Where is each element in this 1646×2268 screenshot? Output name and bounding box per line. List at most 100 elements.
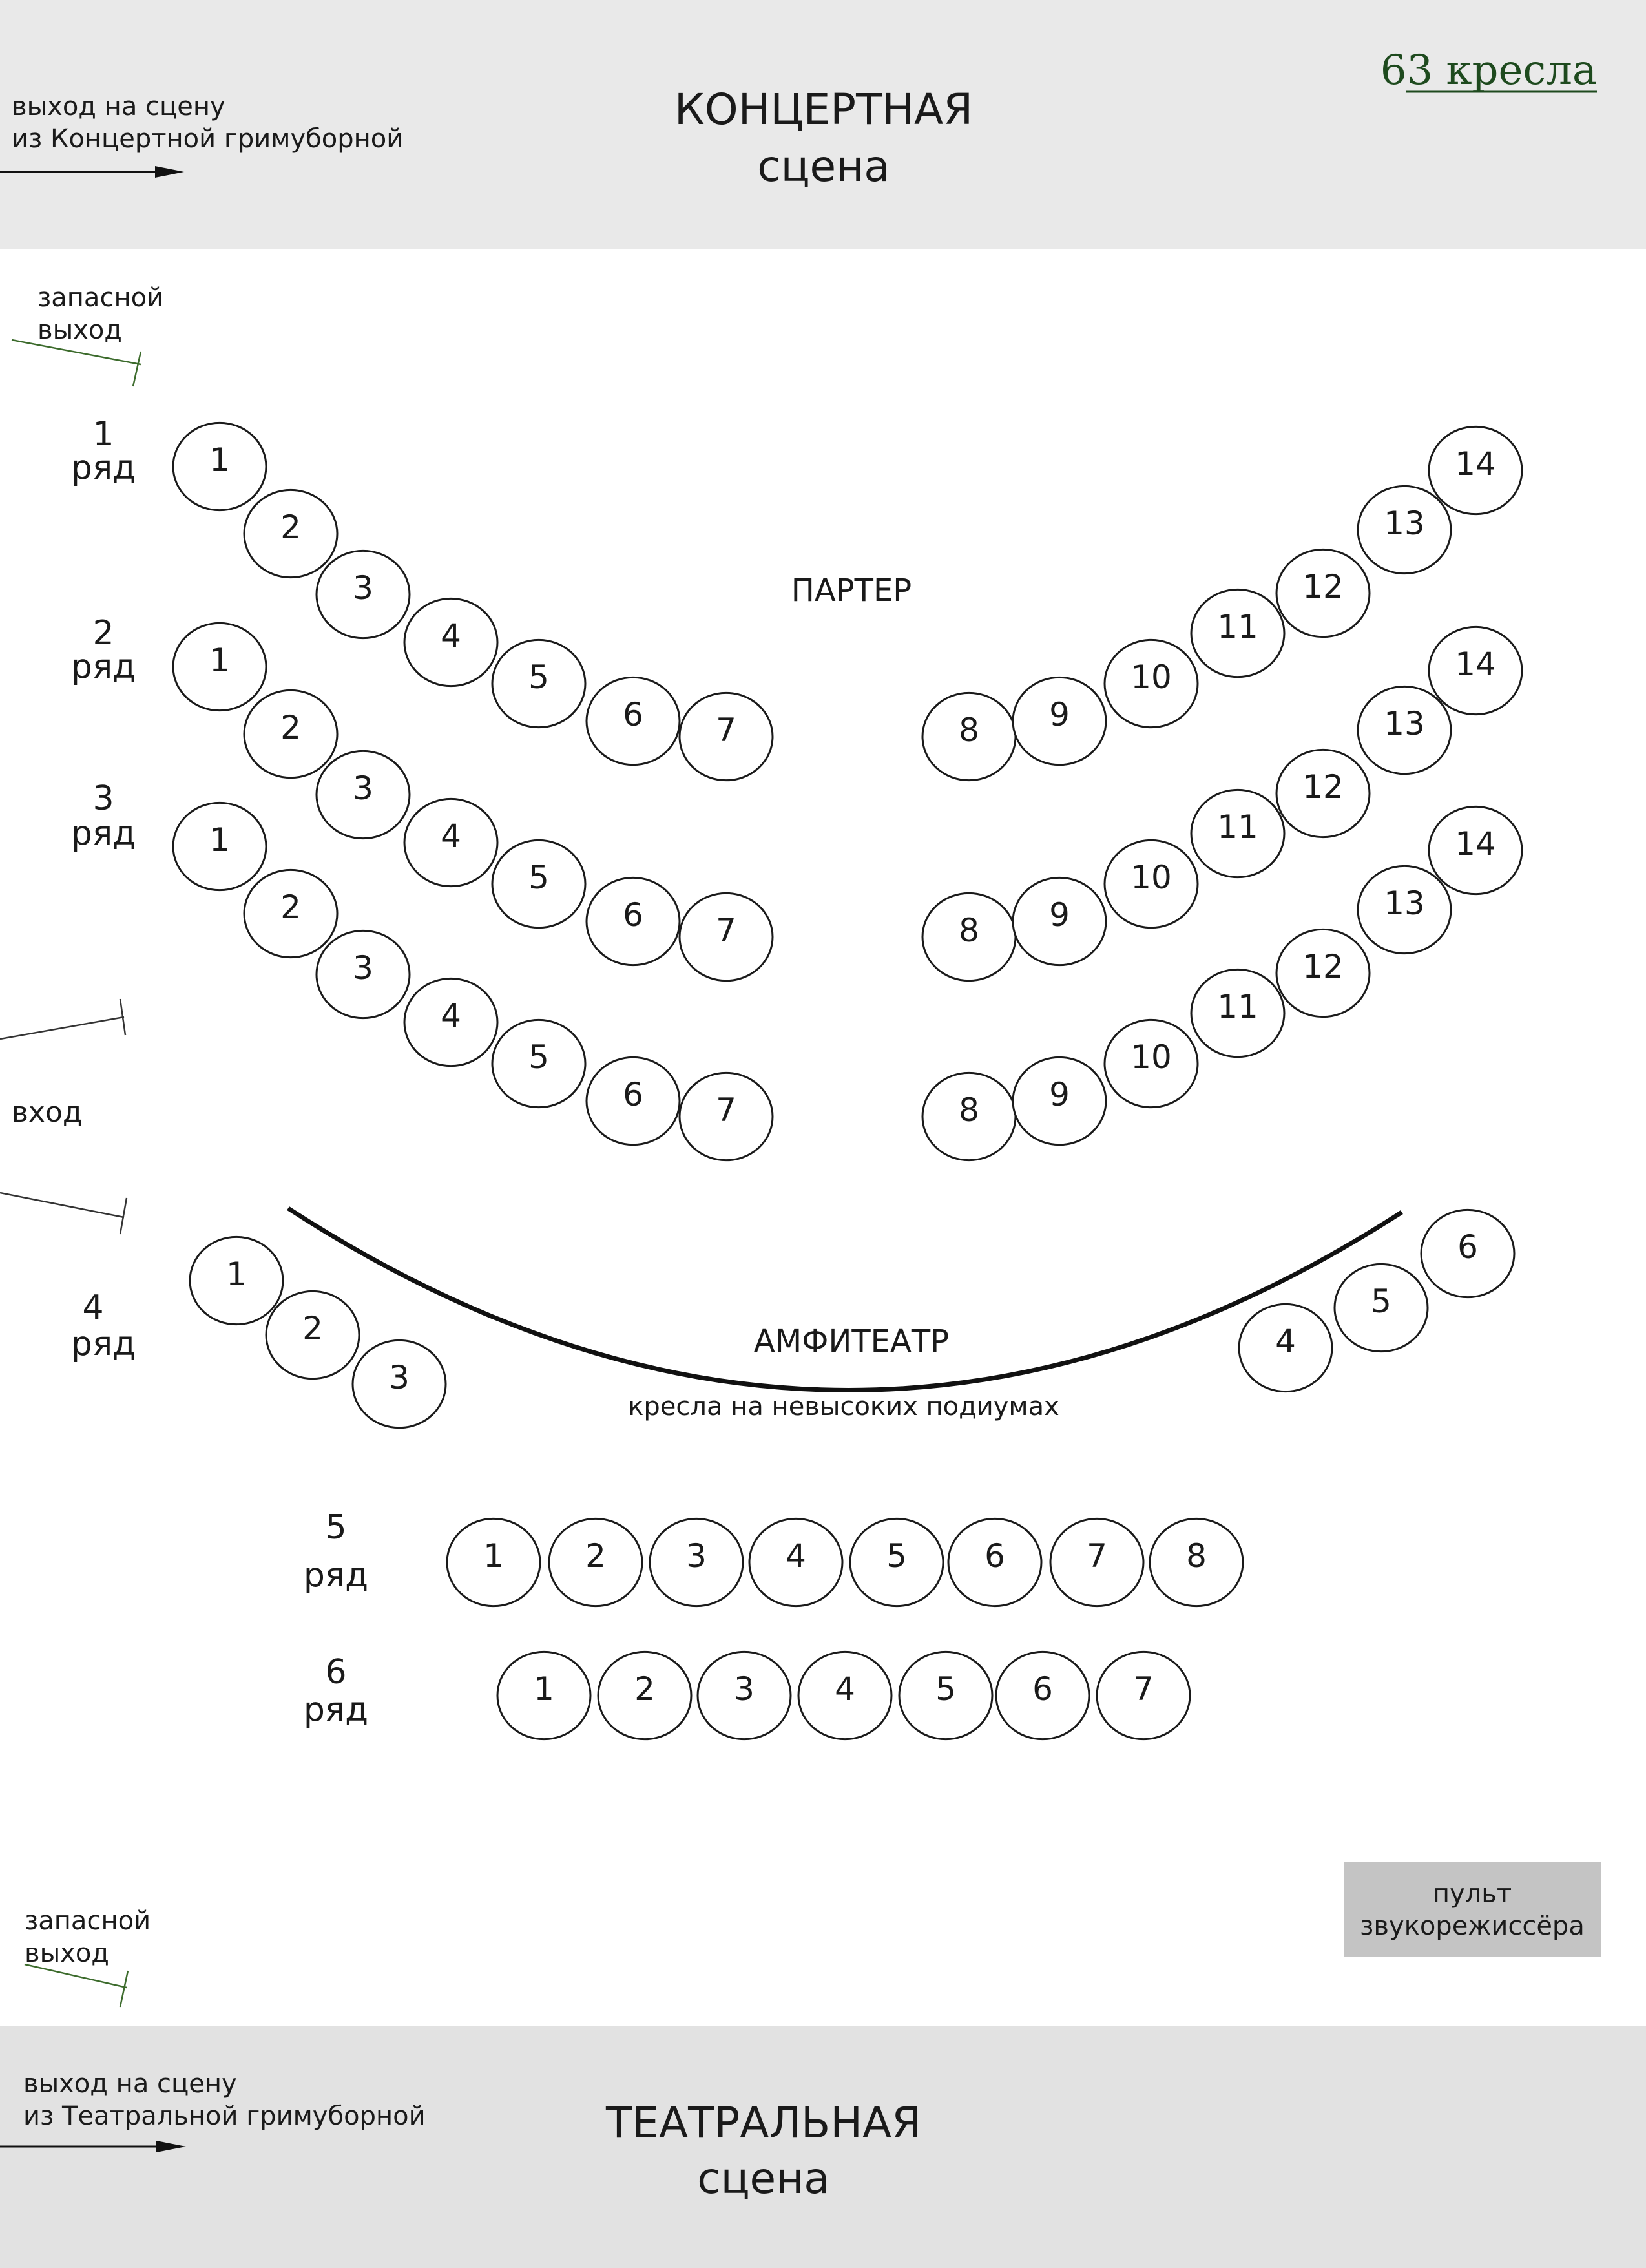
seat-circle[interactable] (1012, 876, 1107, 967)
seat-row-6-1[interactable]: 1 (496, 1650, 592, 1741)
seat-row-2-12[interactable]: 12 (1275, 748, 1371, 839)
seat-circle[interactable] (585, 676, 681, 766)
seat-row-1-4[interactable]: 4 (403, 597, 499, 688)
seat-circle[interactable] (1103, 839, 1199, 929)
seat-circle[interactable] (491, 839, 587, 929)
seat-circle[interactable] (243, 689, 339, 779)
seat-row-3-1[interactable]: 1 (172, 801, 267, 892)
seat-row-5-4[interactable]: 4 (748, 1517, 844, 1608)
seat-row-6-6[interactable]: 6 (995, 1650, 1090, 1741)
seat-row-1-14[interactable]: 14 (1428, 425, 1523, 516)
seat-row-3-10[interactable]: 10 (1103, 1018, 1199, 1109)
seat-circle[interactable] (585, 876, 681, 967)
seat-row-3-12[interactable]: 12 (1275, 928, 1371, 1018)
seat-row-3-7[interactable]: 7 (678, 1071, 774, 1162)
seat-row-4-5[interactable]: 5 (1333, 1263, 1429, 1353)
seat-circle[interactable] (1357, 685, 1452, 775)
seat-row-2-1[interactable]: 1 (172, 622, 267, 712)
seat-row-3-4[interactable]: 4 (403, 977, 499, 1067)
seat-row-3-6[interactable]: 6 (585, 1056, 681, 1146)
seat-circle[interactable] (491, 1018, 587, 1109)
seat-circle[interactable] (696, 1650, 792, 1741)
seat-circle[interactable] (172, 421, 267, 512)
seat-circle[interactable] (1275, 548, 1371, 638)
seat-row-3-14[interactable]: 14 (1428, 805, 1523, 896)
seat-row-1-12[interactable]: 12 (1275, 548, 1371, 638)
seat-circle[interactable] (597, 1650, 693, 1741)
seat-circle[interactable] (947, 1517, 1043, 1608)
seat-circle[interactable] (748, 1517, 844, 1608)
seat-circle[interactable] (1190, 968, 1286, 1058)
seat-row-1-5[interactable]: 5 (491, 638, 587, 729)
seat-circle[interactable] (315, 929, 411, 1020)
seat-circle[interactable] (351, 1339, 447, 1429)
seat-row-5-7[interactable]: 7 (1049, 1517, 1145, 1608)
seat-row-1-11[interactable]: 11 (1190, 588, 1286, 678)
seat-circle[interactable] (1275, 928, 1371, 1018)
seat-circle[interactable] (172, 801, 267, 892)
seat-circle[interactable] (1420, 1208, 1516, 1299)
seat-row-4-2[interactable]: 2 (265, 1290, 360, 1380)
seat-row-2-6[interactable]: 6 (585, 876, 681, 967)
seat-row-1-6[interactable]: 6 (585, 676, 681, 766)
seat-row-3-3[interactable]: 3 (315, 929, 411, 1020)
seat-row-4-3[interactable]: 3 (351, 1339, 447, 1429)
seat-circle[interactable] (1103, 638, 1199, 729)
seat-circle[interactable] (649, 1517, 744, 1608)
seat-row-5-8[interactable]: 8 (1149, 1517, 1244, 1608)
seat-circle[interactable] (898, 1650, 994, 1741)
seat-row-1-10[interactable]: 10 (1103, 638, 1199, 729)
seat-circle[interactable] (1357, 485, 1452, 575)
seat-row-2-8[interactable]: 8 (921, 892, 1017, 982)
seat-row-1-1[interactable]: 1 (172, 421, 267, 512)
seat-row-4-6[interactable]: 6 (1420, 1208, 1516, 1299)
seat-row-2-3[interactable]: 3 (315, 750, 411, 840)
seat-row-6-7[interactable]: 7 (1096, 1650, 1191, 1741)
seat-row-1-7[interactable]: 7 (678, 691, 774, 782)
seat-row-5-1[interactable]: 1 (446, 1517, 541, 1608)
seat-circle[interactable] (403, 597, 499, 688)
seat-circle[interactable] (1428, 425, 1523, 516)
seat-circle[interactable] (797, 1650, 893, 1741)
seat-circle[interactable] (1428, 625, 1523, 716)
seat-row-2-7[interactable]: 7 (678, 892, 774, 982)
seat-row-3-11[interactable]: 11 (1190, 968, 1286, 1058)
seat-circle[interactable] (1428, 805, 1523, 896)
seat-circle[interactable] (491, 638, 587, 729)
seat-circle[interactable] (1333, 1263, 1429, 1353)
seat-circle[interactable] (403, 797, 499, 888)
seat-circle[interactable] (189, 1235, 284, 1326)
seat-circle[interactable] (315, 750, 411, 840)
seat-row-3-2[interactable]: 2 (243, 868, 339, 959)
seat-circle[interactable] (1012, 1056, 1107, 1146)
seat-circle[interactable] (243, 868, 339, 959)
seat-row-2-13[interactable]: 13 (1357, 685, 1452, 775)
seat-row-2-5[interactable]: 5 (491, 839, 587, 929)
seat-circle[interactable] (1096, 1650, 1191, 1741)
seat-circle[interactable] (995, 1650, 1090, 1741)
seat-circle[interactable] (1012, 676, 1107, 766)
seat-circle[interactable] (265, 1290, 360, 1380)
seat-row-6-2[interactable]: 2 (597, 1650, 693, 1741)
seat-row-1-3[interactable]: 3 (315, 549, 411, 640)
seat-row-2-14[interactable]: 14 (1428, 625, 1523, 716)
seat-circle[interactable] (548, 1517, 643, 1608)
seat-row-3-5[interactable]: 5 (491, 1018, 587, 1109)
seat-circle[interactable] (678, 1071, 774, 1162)
seat-circle[interactable] (1049, 1517, 1145, 1608)
seat-row-2-4[interactable]: 4 (403, 797, 499, 888)
seat-row-2-2[interactable]: 2 (243, 689, 339, 779)
seat-circle[interactable] (1190, 788, 1286, 879)
seat-circle[interactable] (678, 892, 774, 982)
seat-circle[interactable] (446, 1517, 541, 1608)
seat-row-2-11[interactable]: 11 (1190, 788, 1286, 879)
seat-circle[interactable] (1275, 748, 1371, 839)
seat-row-4-4[interactable]: 4 (1238, 1303, 1333, 1393)
seat-row-1-8[interactable]: 8 (921, 691, 1017, 782)
seat-circle[interactable] (1238, 1303, 1333, 1393)
seat-row-5-6[interactable]: 6 (947, 1517, 1043, 1608)
seat-circle[interactable] (678, 691, 774, 782)
seat-circle[interactable] (1103, 1018, 1199, 1109)
seat-circle[interactable] (243, 488, 339, 579)
seat-row-3-9[interactable]: 9 (1012, 1056, 1107, 1146)
